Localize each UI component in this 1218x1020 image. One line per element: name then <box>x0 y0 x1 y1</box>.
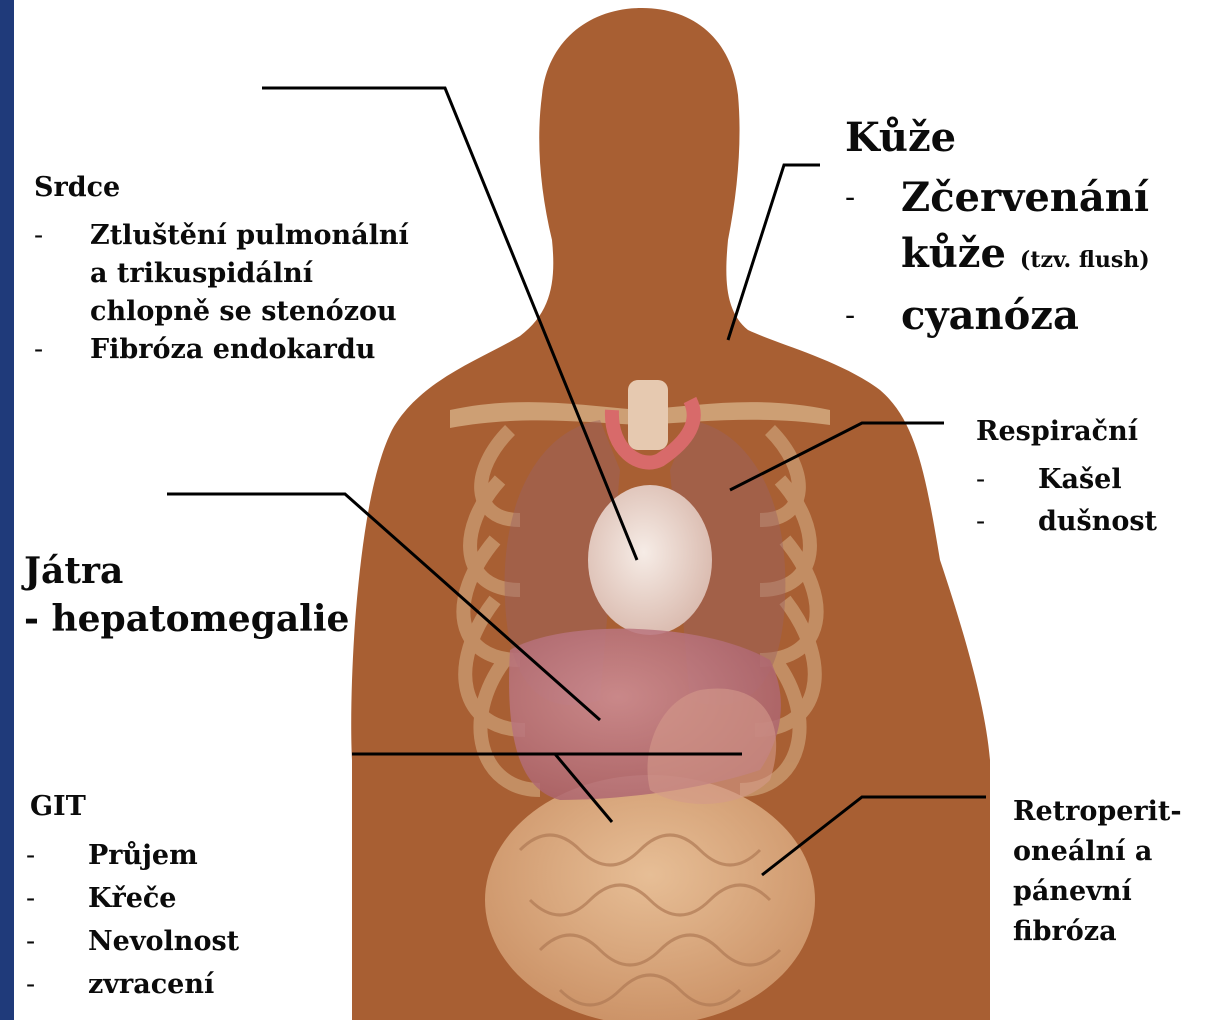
respiratory-finding-2: - dušnost <box>976 501 1157 543</box>
heart-finding-1-line-3: chlopně se stenózou <box>90 293 409 331</box>
git-finding-1-text: Průjem <box>88 840 198 871</box>
list-dash: - <box>26 920 35 963</box>
git-finding-2: -Křeče <box>30 877 239 920</box>
list-dash: - <box>26 834 35 877</box>
skin-title: Kůže <box>845 118 1150 158</box>
list-dash: - <box>26 877 35 920</box>
respiratory-label-group: Respirační - Kašel - dušnost <box>976 418 1157 543</box>
heart-finding-1: - Ztluštění pulmonální a trikuspidální c… <box>34 217 409 331</box>
git-finding-2-text: Křeče <box>88 883 177 914</box>
retro-label-group: Retroperit- oneální a pánevní fibróza <box>1013 792 1182 952</box>
heart-label-group: Srdce - Ztluštění pulmonální a trikuspid… <box>34 174 409 369</box>
list-dash: - <box>34 331 43 369</box>
skin-finding-1-second: kůže <box>901 230 1006 277</box>
retro-line-1: Retroperit- <box>1013 792 1182 832</box>
skin-finding-2: - cyanóza <box>845 288 1150 344</box>
list-dash: - <box>976 501 985 543</box>
list-dash: - <box>976 459 985 501</box>
respiratory-findings-list: - Kašel - dušnost <box>976 459 1157 543</box>
heart-finding-2-text: Fibróza endokardu <box>90 334 375 365</box>
list-dash: - <box>26 963 35 1006</box>
liver-finding: - hepatomegalie <box>24 601 349 637</box>
skin-finding-1-main: Zčervenání <box>901 174 1149 221</box>
git-label-group: GIT -Průjem -Křeče -Nevolnost -zvracení <box>30 793 239 1006</box>
liver-label-group: Játra - hepatomegalie <box>24 553 349 637</box>
retro-line-4: fibróza <box>1013 912 1182 952</box>
retro-line-3: pánevní <box>1013 872 1182 912</box>
git-finding-4: -zvracení <box>30 963 239 1006</box>
trachea <box>628 380 668 450</box>
list-dash: - <box>845 170 855 226</box>
skin-finding-1: - Zčervenání kůže (tzv. flush) <box>845 170 1150 288</box>
heart <box>588 485 712 635</box>
heart-finding-2: - Fibróza endokardu <box>34 331 409 369</box>
git-finding-3-text: Nevolnost <box>88 926 239 957</box>
liver-title: Játra <box>24 553 349 589</box>
git-finding-3: -Nevolnost <box>30 920 239 963</box>
heart-title: Srdce <box>34 174 409 201</box>
list-dash: - <box>845 288 855 344</box>
respiratory-finding-2-text: dušnost <box>1038 506 1157 537</box>
heart-findings-list: - Ztluštění pulmonální a trikuspidální c… <box>34 217 409 369</box>
respiratory-title: Respirační <box>976 418 1157 445</box>
respiratory-finding-1-text: Kašel <box>1038 464 1122 495</box>
git-finding-1: -Průjem <box>30 834 239 877</box>
heart-finding-1-line-2: a trikuspidální <box>90 255 409 293</box>
skin-label-group: Kůže - Zčervenání kůže (tzv. flush) - cy… <box>845 118 1150 344</box>
skin-finding-1-note: (tzv. flush) <box>1020 247 1150 273</box>
skin-finding-2-text: cyanóza <box>901 292 1079 339</box>
list-dash: - <box>34 217 43 255</box>
retro-line-2: oneální a <box>1013 832 1182 872</box>
leader-skin <box>728 165 820 340</box>
git-title: GIT <box>30 793 239 820</box>
respiratory-finding-1: - Kašel <box>976 459 1157 501</box>
skin-findings-list: - Zčervenání kůže (tzv. flush) - cyanóza <box>845 170 1150 344</box>
heart-finding-1-line-1: Ztluštění pulmonální <box>90 217 409 255</box>
git-findings-list: -Průjem -Křeče -Nevolnost -zvracení <box>30 834 239 1006</box>
git-finding-4-text: zvracení <box>88 969 214 1000</box>
